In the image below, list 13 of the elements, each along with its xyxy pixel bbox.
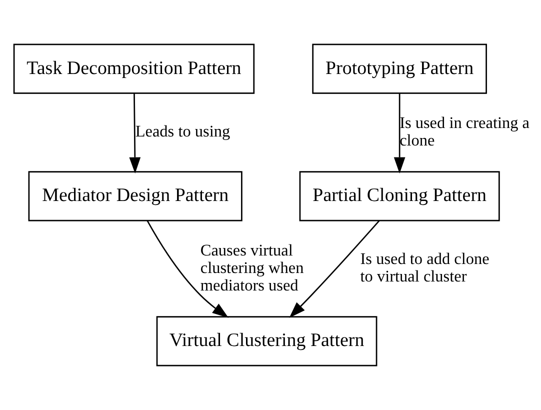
arrow	[146, 220, 229, 318]
node-box: Virtual Clustering Pattern	[156, 316, 378, 366]
arrow	[289, 220, 380, 318]
arrow	[129, 94, 141, 174]
node-box: Task Decomposition Pattern	[13, 44, 255, 94]
arrow	[394, 94, 406, 174]
node-box: Mediator Design Pattern	[28, 171, 242, 222]
node-box: Prototyping Pattern	[312, 44, 487, 94]
edge-label: Causes virtual clustering when mediators used	[200, 241, 304, 295]
edge-label: Is used in creating a clone	[400, 114, 530, 150]
node-box: Partial Cloning Pattern	[299, 171, 500, 222]
edge-label: Leads to using	[135, 122, 230, 141]
edge-label: Is used to add clone to virtual cluster	[360, 250, 490, 286]
